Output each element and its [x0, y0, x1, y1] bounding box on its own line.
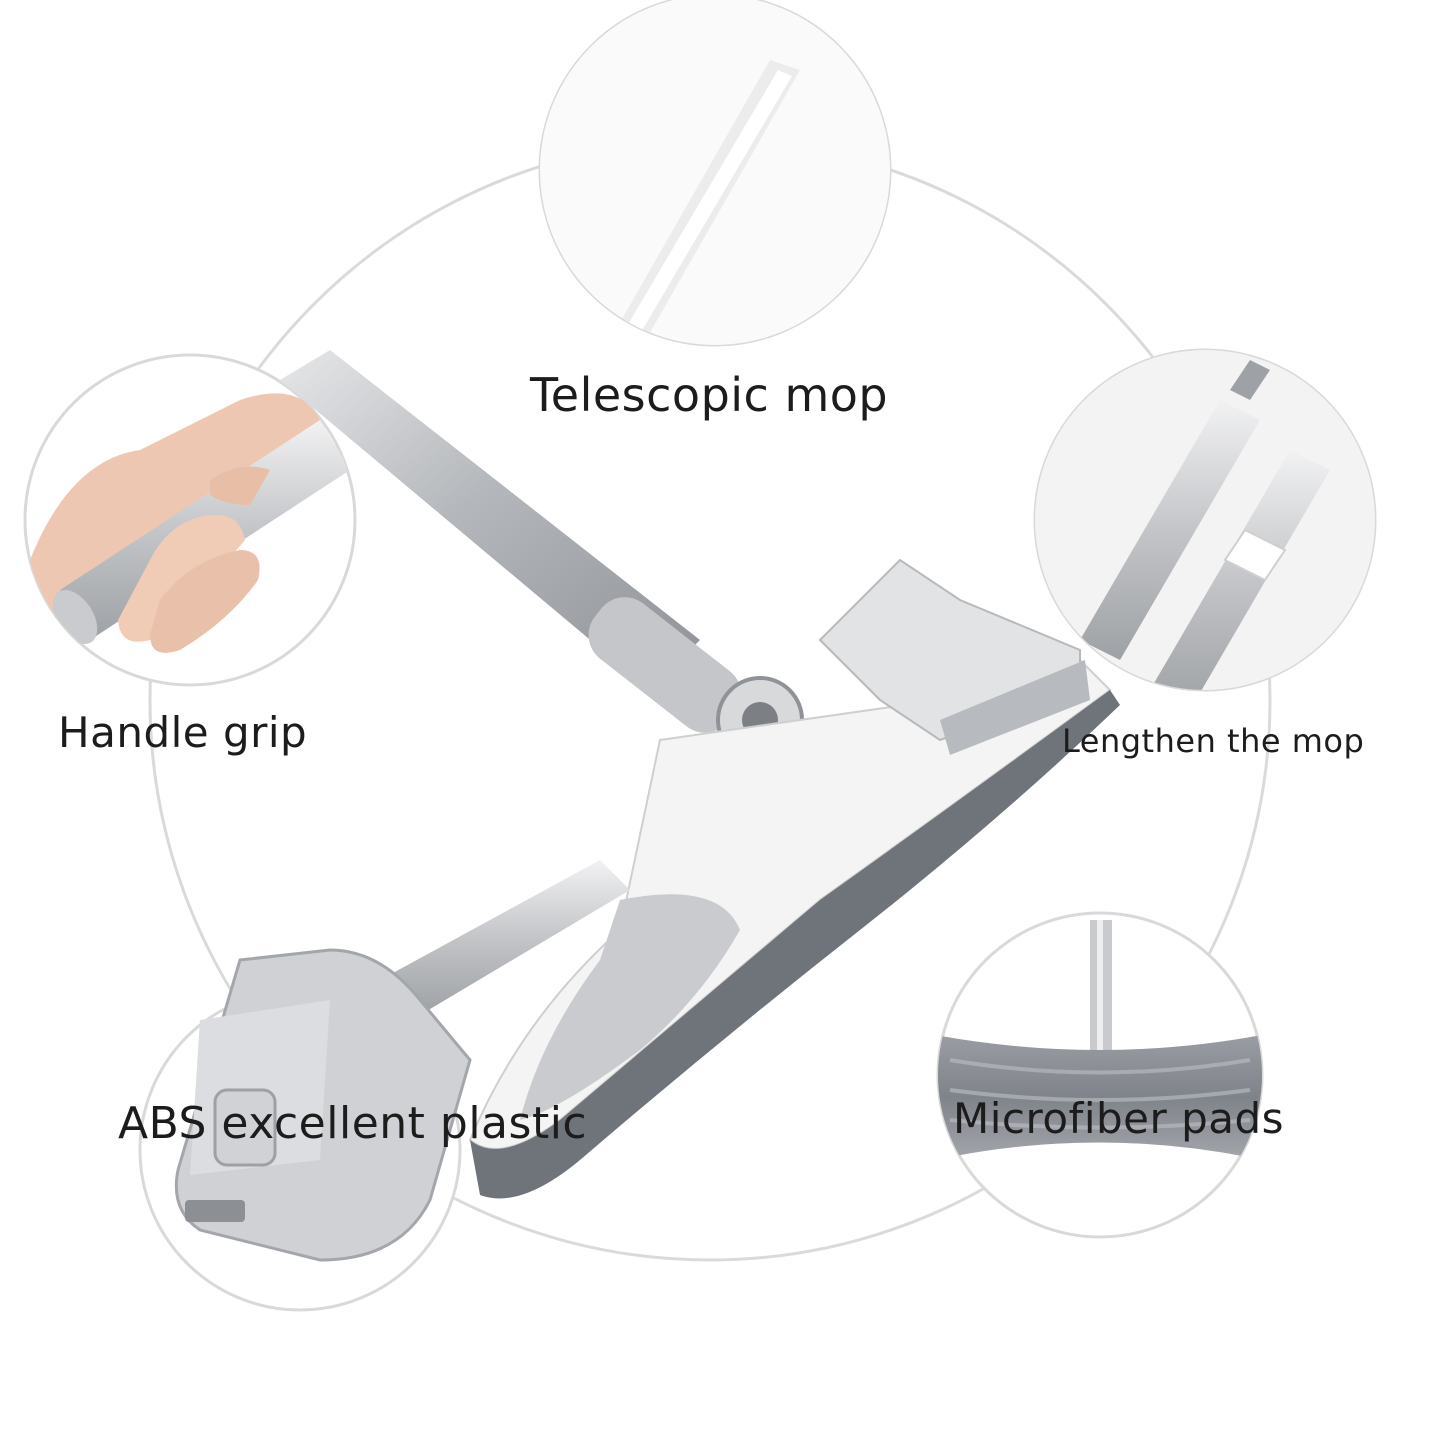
pole-joint-photo: [1033, 348, 1377, 692]
microfiber-pads-label: Microfiber pads: [953, 1094, 1285, 1143]
abs-plastic-label: ABS excellent plastic: [118, 1098, 588, 1149]
abs-clip: [174, 948, 472, 1262]
lengthen-mop-label: Lengthen the mop: [1062, 722, 1365, 760]
microfiber-pad-photo: [936, 911, 1264, 1239]
hand-grip-photo: [23, 353, 357, 687]
handle-grip-label: Handle grip: [58, 708, 308, 757]
telescopic-pole-photo: [538, 0, 892, 347]
telescopic-mop-label: Telescopic mop: [530, 368, 889, 422]
flat-mop-photo: [174, 350, 1120, 1262]
